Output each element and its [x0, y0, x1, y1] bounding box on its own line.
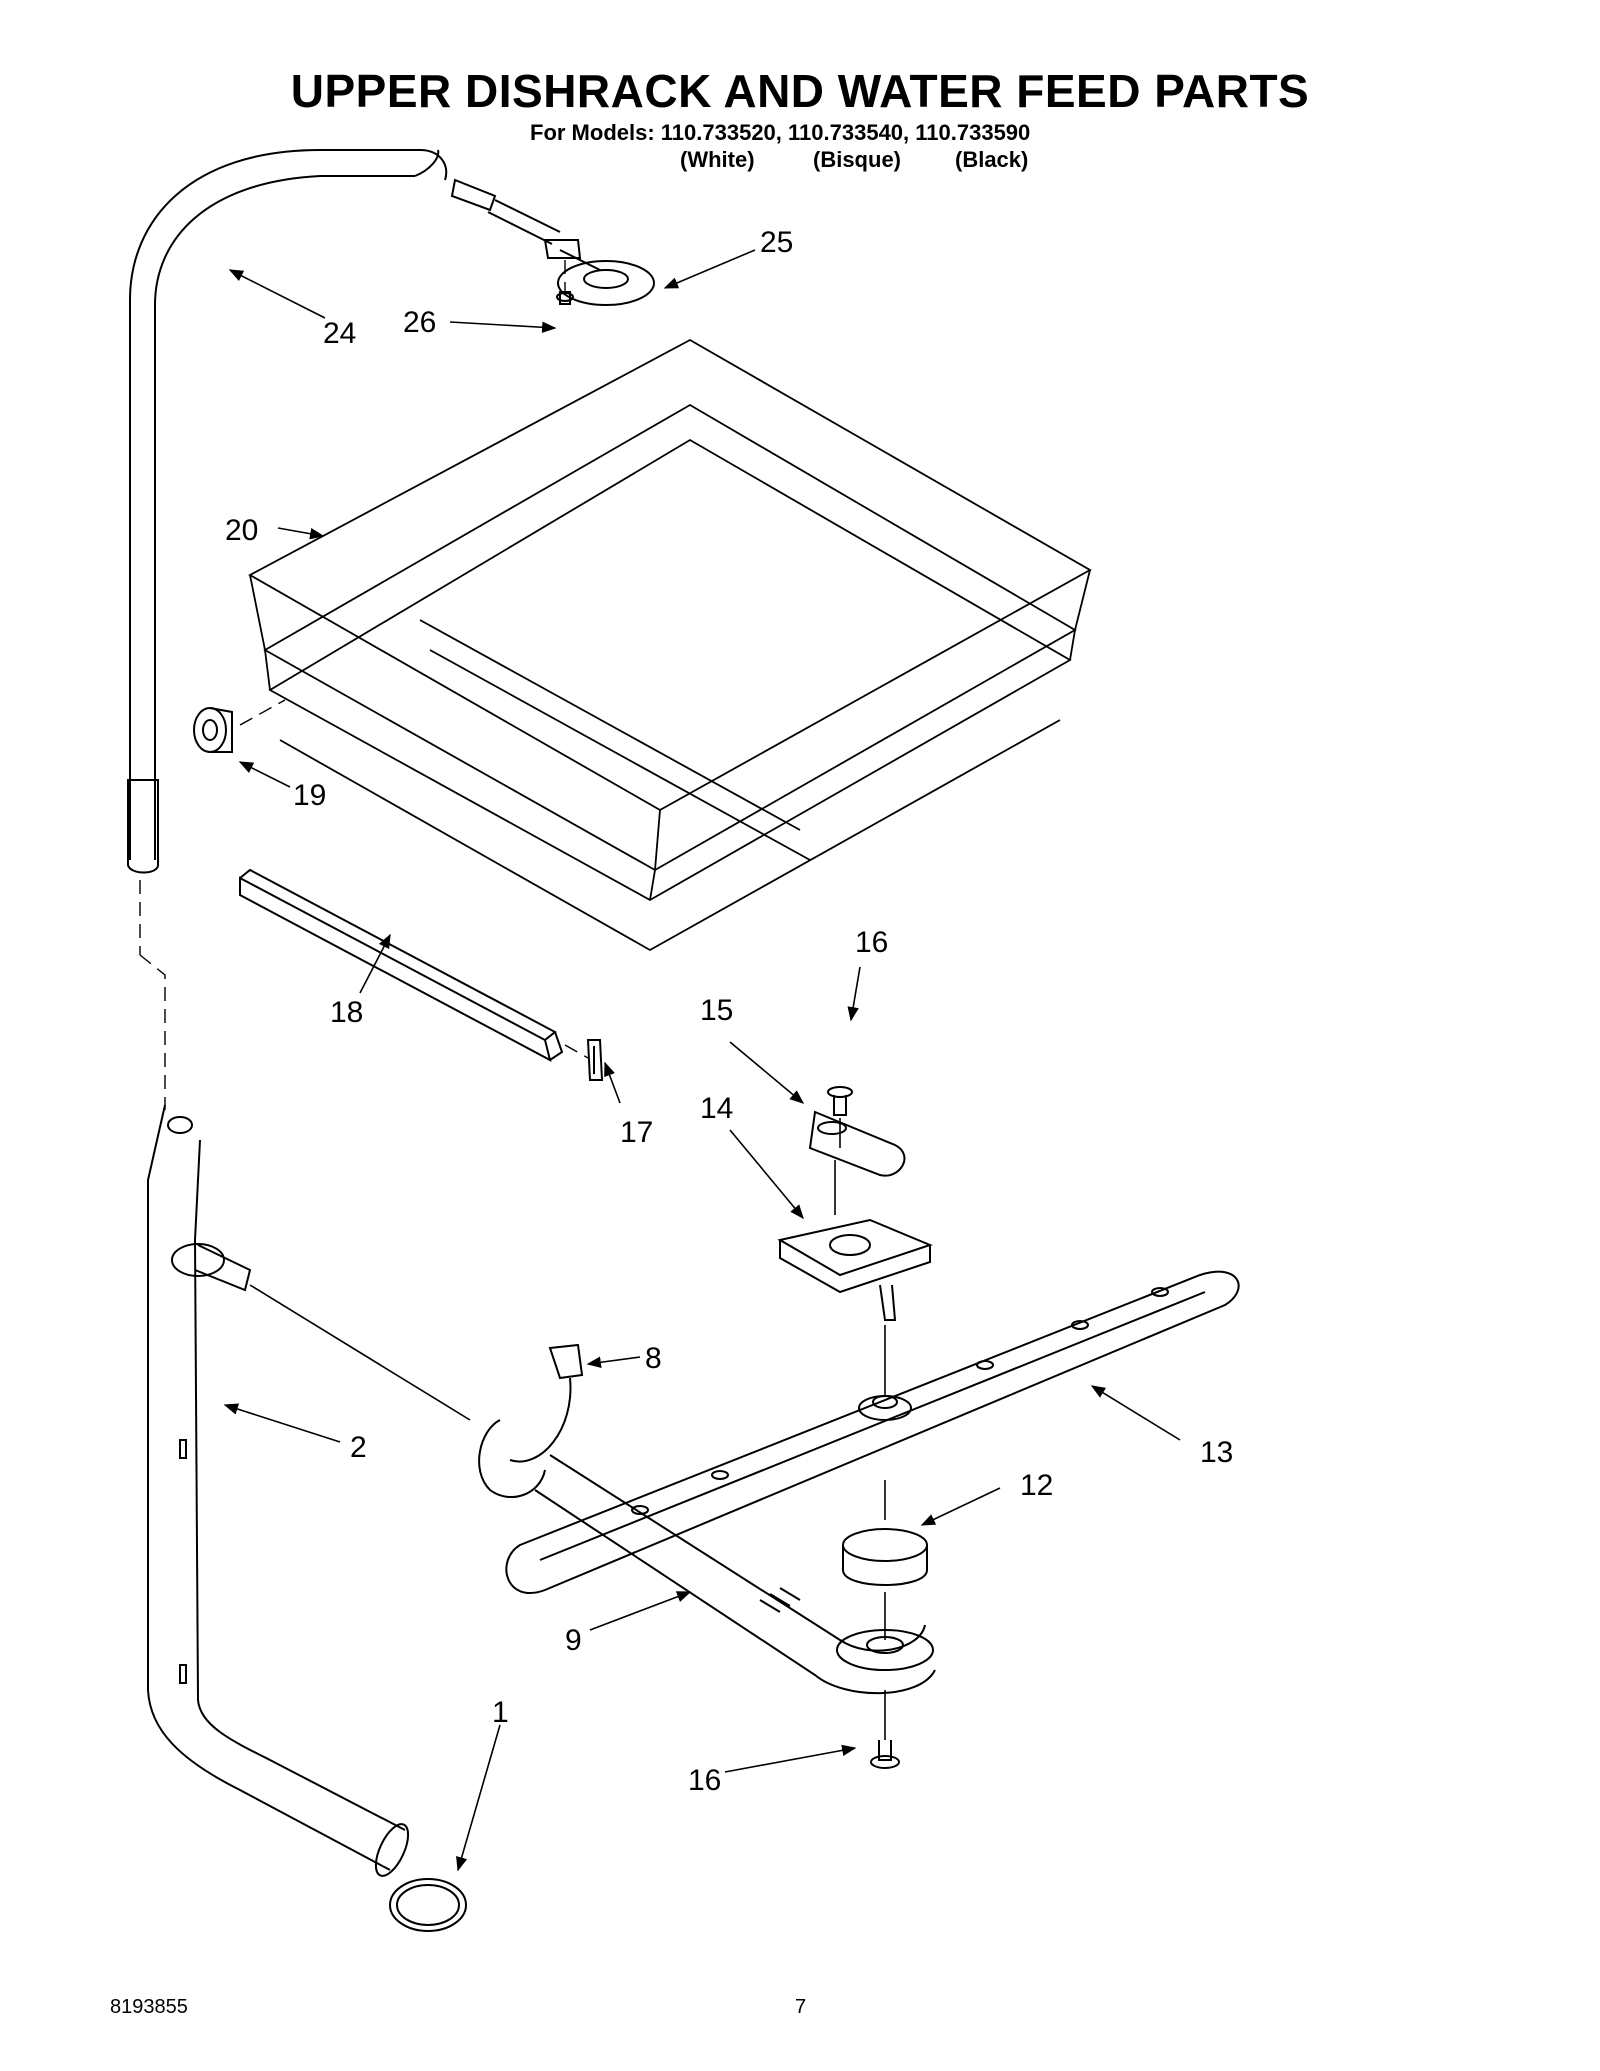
o-ring: [389, 1878, 467, 1932]
track-dashed-guide: [564, 1044, 589, 1059]
callout-20: 20: [225, 514, 258, 547]
rack-track: [239, 868, 564, 1062]
model-color-white: (White): [680, 147, 755, 172]
model-color-bisque: (Bisque): [813, 147, 901, 172]
hub-screw-top: [827, 1086, 853, 1116]
model-color-black: (Black): [955, 147, 1029, 172]
callout-8: 8: [645, 1342, 662, 1375]
nozzle-screw: [556, 260, 574, 305]
callout-26: 26: [403, 306, 436, 339]
spray-arm-supply-tube: [534, 1454, 936, 1695]
callout-leaders: [223, 249, 1181, 1872]
rack-roller: [193, 707, 233, 753]
callout-12: 12: [1020, 1469, 1053, 1502]
upper-feed-tube: [127, 149, 561, 874]
feed-tube-connect-guide: [249, 1284, 471, 1421]
manifold-bracket: [777, 1218, 933, 1321]
roller-dashed-guide: [239, 699, 286, 726]
spray-arm: [505, 1270, 1240, 1594]
track-stop: [586, 1039, 604, 1081]
callout-18: 18: [330, 996, 363, 1029]
callout-25: 25: [760, 226, 793, 259]
callout-9: 9: [565, 1624, 582, 1657]
page-title: UPPER DISHRACK AND WATER FEED PARTS: [290, 65, 1310, 117]
feed-tube-dashed-guide-lower: [139, 954, 166, 1110]
upper-dishrack: [248, 338, 1092, 952]
hub-cover: [808, 1110, 906, 1177]
hub-screw-bottom: [870, 1740, 900, 1769]
callout-24: 24: [323, 317, 356, 350]
tube-clip: [478, 1343, 584, 1499]
bearing-ring: [842, 1528, 928, 1586]
document-number: 8193855: [110, 1996, 188, 2018]
callout-14: 14: [700, 1092, 733, 1125]
page-number: 7: [795, 1996, 807, 2018]
callout-16-bottom: 16: [688, 1764, 721, 1797]
callout-13: 13: [1200, 1436, 1233, 1469]
callout-2: 2: [350, 1431, 367, 1464]
callout-15: 15: [700, 994, 733, 1027]
vertical-feed-tube: [147, 1104, 410, 1877]
callout-19: 19: [293, 779, 326, 812]
models-subtitle: For Models: 110.733520, 110.733540, 110.…: [530, 120, 1031, 145]
callout-17: 17: [620, 1116, 653, 1149]
upper-spray-nozzle: [543, 239, 655, 306]
callout-16-top: 16: [855, 926, 888, 959]
callout-1: 1: [492, 1696, 509, 1729]
